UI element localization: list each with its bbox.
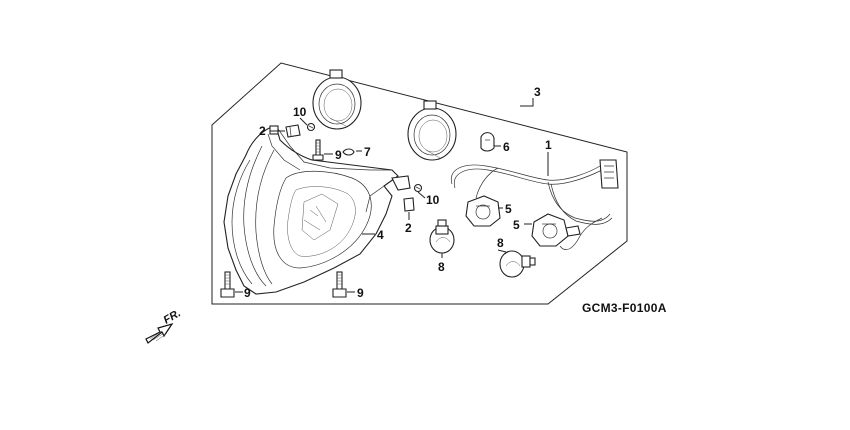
leader-10b xyxy=(417,191,426,199)
leader-10a xyxy=(299,117,308,126)
bulb-socket-5-left[interactable] xyxy=(465,195,501,227)
screw-10-upper[interactable] xyxy=(306,122,316,132)
callout-9: 9 xyxy=(357,286,364,300)
callout-10: 10 xyxy=(426,193,440,207)
diagram-code: GCM3-F0100A xyxy=(582,301,667,315)
callout-7: 7 xyxy=(364,145,371,159)
bolt-9-upper[interactable] xyxy=(312,139,324,161)
front-direction-arrow-icon xyxy=(145,322,174,344)
leader-8b xyxy=(497,249,507,253)
grommet-6[interactable] xyxy=(480,132,495,152)
callout-9: 9 xyxy=(335,148,342,162)
direction-label: FR. xyxy=(162,307,183,326)
clip-7[interactable] xyxy=(342,148,355,156)
callout-9: 9 xyxy=(244,286,251,300)
callout-5: 5 xyxy=(513,218,520,232)
callout-1: 1 xyxy=(545,138,552,152)
bolt-9-left[interactable] xyxy=(220,271,235,298)
wire-harness[interactable] xyxy=(450,159,619,250)
callout-2: 2 xyxy=(405,221,412,235)
callout-3: 3 xyxy=(534,85,541,99)
callout-8: 8 xyxy=(438,260,445,274)
leader-3 xyxy=(520,98,534,107)
callout-10: 10 xyxy=(293,105,307,119)
clip-nut-2-lower[interactable] xyxy=(403,197,415,212)
callout-8: 8 xyxy=(497,236,504,250)
headlight-housing[interactable] xyxy=(223,125,411,295)
bolt-9-right[interactable] xyxy=(332,271,347,298)
screw-10-lower[interactable] xyxy=(413,183,423,193)
callout-6: 6 xyxy=(503,140,510,154)
bulb-8-left[interactable] xyxy=(429,219,455,254)
callout-5: 5 xyxy=(505,202,512,216)
clip-nut-2-upper[interactable] xyxy=(285,124,301,138)
bulb-socket-5-right[interactable] xyxy=(531,213,581,247)
callout-4: 4 xyxy=(377,228,384,242)
retainer-ring-rear[interactable] xyxy=(312,69,362,130)
diagram-frame xyxy=(211,62,628,305)
callout-2: 2 xyxy=(259,124,266,138)
bulb-8-right[interactable] xyxy=(499,250,536,278)
retainer-ring-front[interactable] xyxy=(407,100,457,161)
